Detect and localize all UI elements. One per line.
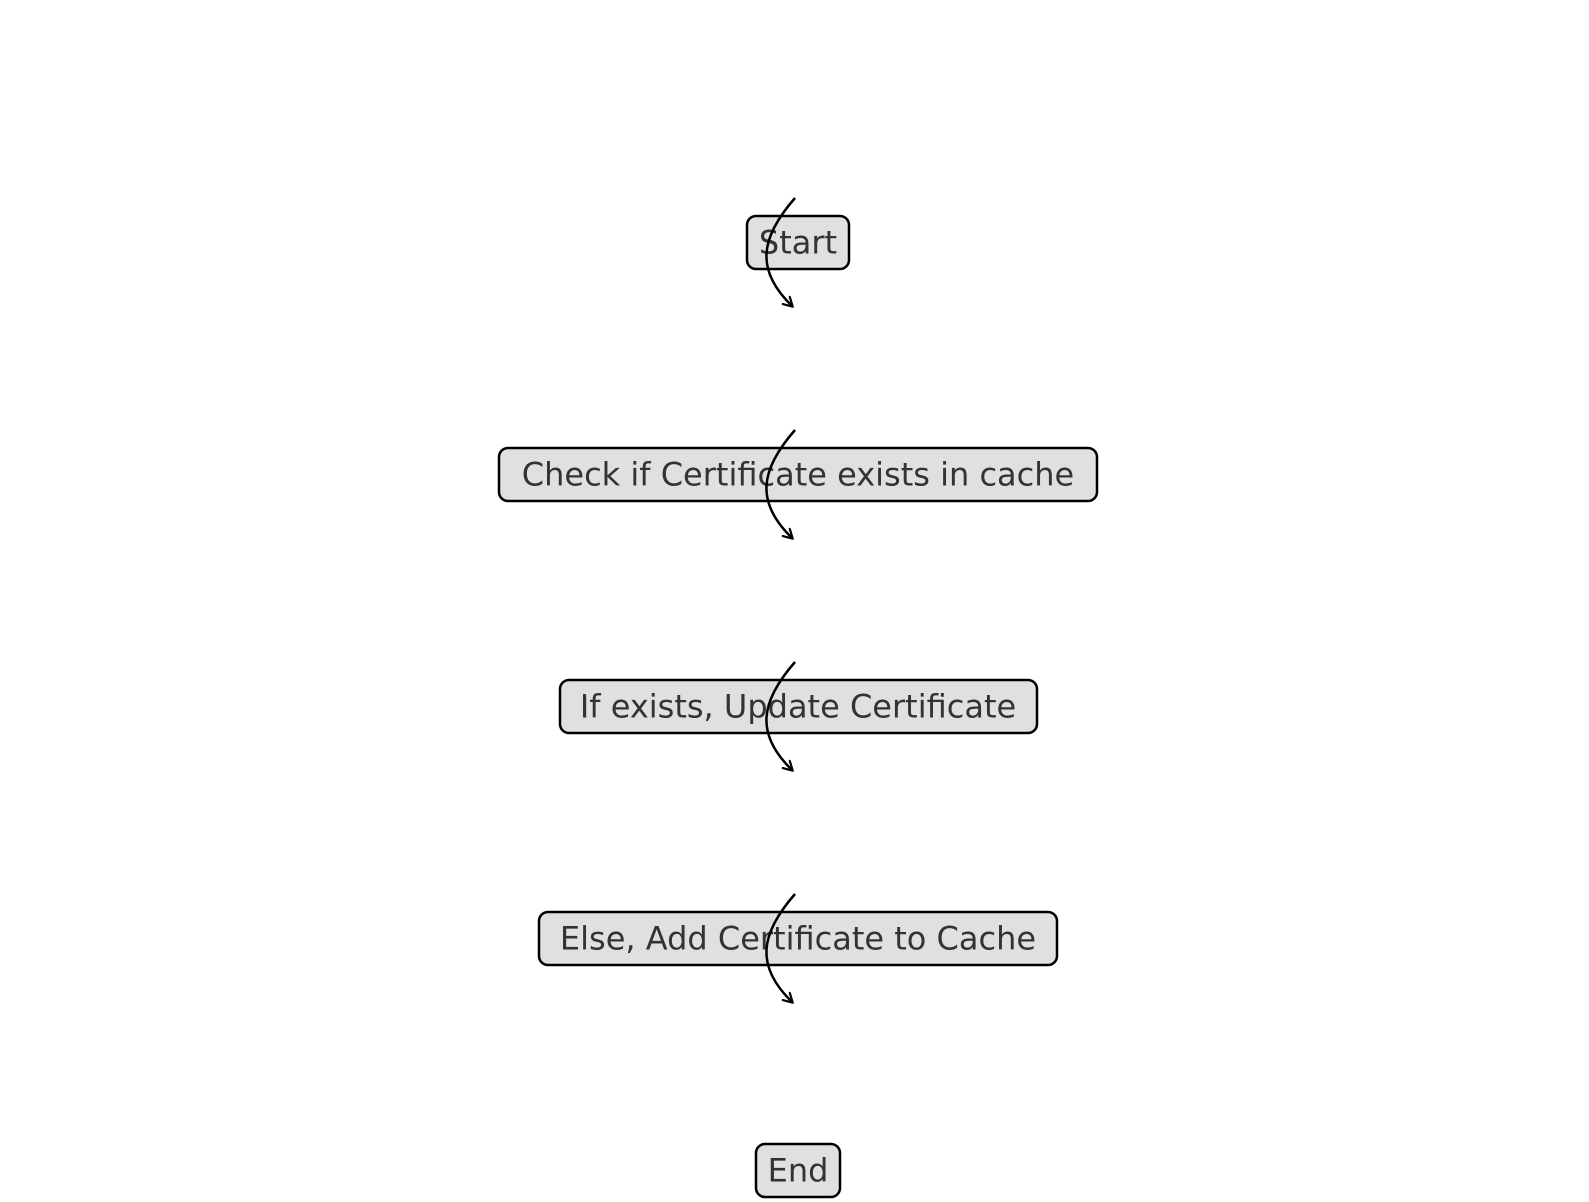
edge-update-to-add [765,661,796,770]
edge-check-to-update [765,429,796,538]
node-update-box [558,678,1039,735]
node-add-label: Else, Add Certificate to Cache [560,920,1036,958]
node-end-label: End [768,1152,829,1190]
edge-add-to-end [765,893,796,1002]
node-end: End [754,1142,842,1199]
node-check-label: Check if Certificate exists in cache [522,456,1074,494]
node-end-box [754,1142,842,1199]
node-check: Check if Certificate exists in cache [497,446,1099,503]
node-start-label: Start [759,224,837,262]
node-add-box [537,910,1059,967]
node-update-label: If exists, Update Certificate [580,688,1016,726]
node-update: If exists, Update Certificate [558,678,1039,735]
node-check-box [497,446,1099,503]
edge-start-to-check [765,197,796,306]
node-start: Start [745,214,851,271]
node-add: Else, Add Certificate to Cache [537,910,1059,967]
